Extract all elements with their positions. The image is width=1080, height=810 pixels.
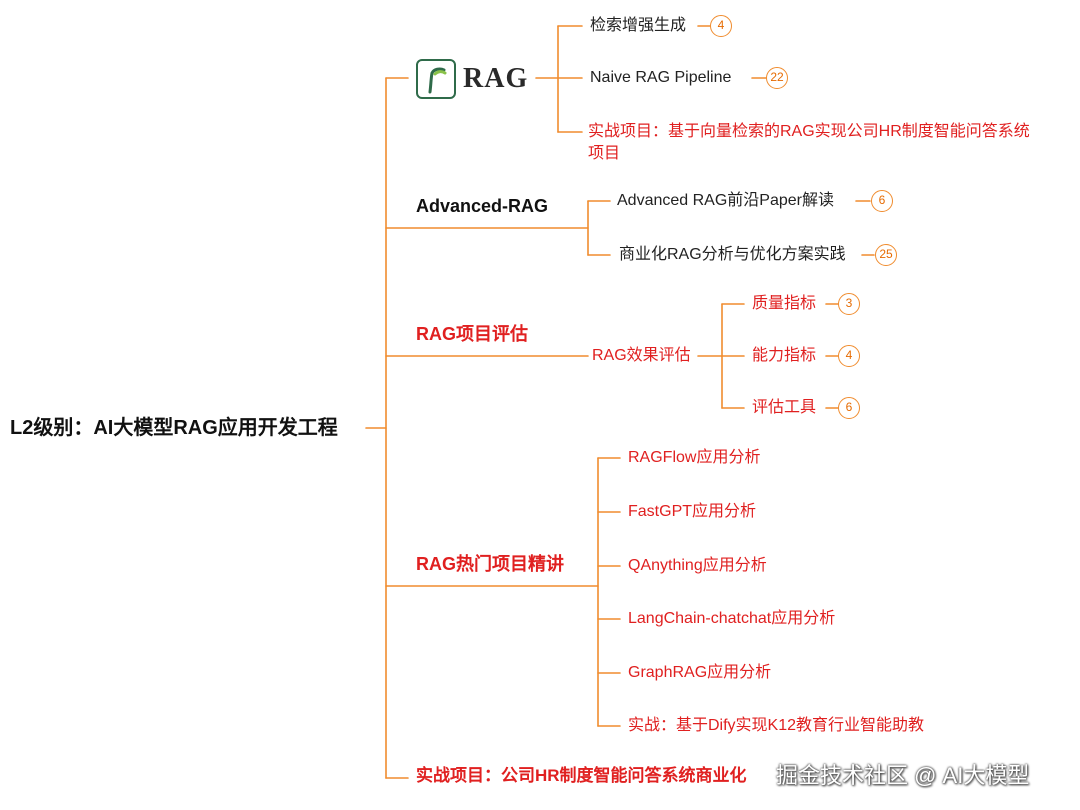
rag-logo-icon [416, 59, 456, 99]
rag-logo-text: RAG [463, 63, 529, 94]
advanced-item-paper[interactable]: Advanced RAG前沿Paper解读 [617, 192, 834, 209]
branch-practice-project[interactable]: 实战项目：公司HR制度智能问答系统商业化 [416, 766, 747, 785]
rag-item-retrieval-augmented[interactable]: 检索增强生成 [590, 17, 687, 34]
count-badge: 6 [871, 190, 893, 212]
count-badge: 22 [766, 67, 788, 89]
hot-item-qanything[interactable]: QAnything应用分析 [628, 557, 767, 574]
hot-item-ragflow[interactable]: RAGFlow应用分析 [628, 449, 761, 466]
root-node[interactable]: L2级别：AI大模型RAG应用开发工程 [10, 417, 338, 439]
branch-advanced-rag[interactable]: Advanced-RAG [416, 196, 549, 216]
hot-item-dify[interactable]: 实战：基于Dify实现K12教育行业智能助教 [628, 717, 925, 734]
hot-item-langchain[interactable]: LangChain-chatchat应用分析 [628, 610, 836, 627]
count-badge: 4 [710, 15, 732, 37]
count-badge: 25 [875, 244, 897, 266]
evaluation-item-capability[interactable]: 能力指标 [752, 347, 817, 364]
rag-item-hr-project[interactable]: 实战项目：基于向量检索的RAG实现公司HR制度智能问答系统项目 [588, 123, 1030, 162]
rag-logo-node[interactable]: RAG [416, 58, 528, 100]
evaluation-sub-effect[interactable]: RAG效果评估 [592, 347, 691, 364]
count-badge: 6 [838, 397, 860, 419]
branch-rag-evaluation[interactable]: RAG项目评估 [416, 324, 528, 344]
count-badge: 4 [838, 345, 860, 367]
hot-item-fastgpt[interactable]: FastGPT应用分析 [628, 503, 757, 520]
count-badge: 3 [838, 293, 860, 315]
branch-hot-projects[interactable]: RAG热门项目精讲 [416, 554, 564, 574]
watermark: 掘金技术社区 @ AI大模型 [776, 763, 1030, 788]
rag-item-naive-pipeline[interactable]: Naive RAG Pipeline [590, 69, 732, 86]
advanced-item-commercial[interactable]: 商业化RAG分析与优化方案实践 [619, 246, 846, 263]
evaluation-item-quality[interactable]: 质量指标 [752, 295, 817, 312]
evaluation-item-tools[interactable]: 评估工具 [752, 399, 817, 416]
hot-item-graphrag[interactable]: GraphRAG应用分析 [628, 664, 772, 681]
